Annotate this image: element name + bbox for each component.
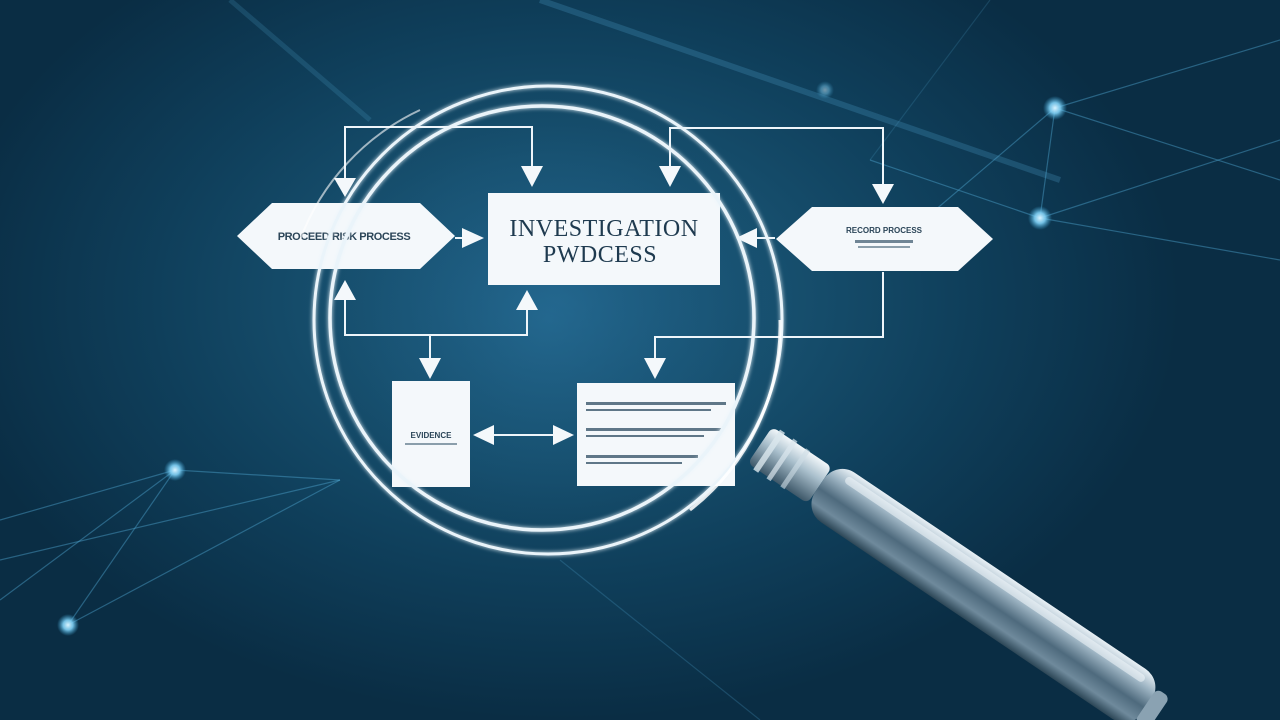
magnifying-glass-icon	[299, 84, 1168, 720]
diagram-arrowheads	[334, 166, 894, 445]
arrowhead	[872, 184, 894, 204]
network-dots	[57, 81, 1067, 636]
title-node: INVESTIGATION PWDCESS	[488, 193, 720, 285]
arrowhead	[334, 178, 356, 197]
arrowhead	[419, 358, 441, 379]
diagram-title-line2: PWDCESS	[543, 242, 657, 268]
lens-outer-ring	[312, 84, 784, 556]
network-dot	[1043, 96, 1067, 120]
arrowhead	[553, 425, 574, 445]
document-text-lines	[586, 402, 726, 464]
network-dot	[164, 459, 186, 481]
arrowhead	[521, 166, 543, 187]
lens-inner-ring	[328, 104, 756, 532]
arrowhead	[334, 280, 356, 300]
diagram-connectors	[344, 126, 884, 436]
diagram-title-line1: INVESTIGATION	[509, 216, 698, 242]
arrowhead	[659, 166, 681, 187]
network-dot	[57, 614, 79, 636]
arrowhead	[736, 228, 757, 248]
magnifier-handle	[811, 468, 1156, 720]
right-process-node: RECORD PROCESS	[776, 207, 993, 271]
arrowhead	[644, 358, 666, 379]
network-dot	[1028, 206, 1052, 230]
arrowhead	[516, 290, 538, 310]
network-dot	[816, 81, 834, 99]
arrowhead	[462, 228, 484, 248]
evidence-box: EVIDENCE	[392, 381, 470, 487]
arrowhead	[473, 425, 494, 445]
right-node-label: RECORD PROCESS	[846, 226, 923, 235]
document-box	[577, 383, 735, 486]
evidence-label: EVIDENCE	[411, 431, 453, 440]
